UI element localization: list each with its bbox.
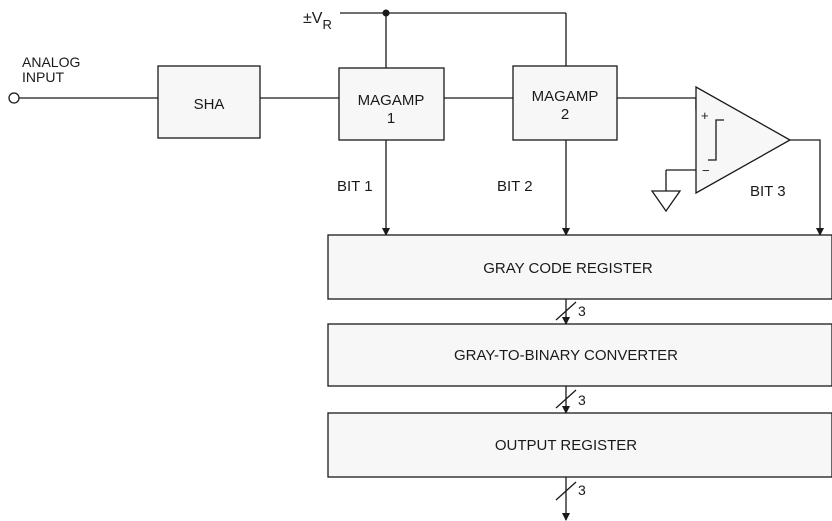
output-register-label: OUTPUT REGISTER [495, 437, 637, 454]
magamp-1-block [338, 67, 445, 141]
bus-slash-2 [555, 389, 577, 409]
bus-slash-3 [555, 481, 577, 501]
bit-3-line [790, 139, 824, 236]
bus-width-label-3: 3 [578, 482, 586, 498]
magamp-2-number: 2 [561, 106, 569, 123]
comparator-minus-sign: − [702, 163, 710, 178]
magamp-2-label: MAGAMP [532, 88, 599, 105]
magamp-1-number: 1 [387, 110, 395, 127]
comparator-plus-sign: + [701, 108, 709, 123]
gray-code-register-label: GRAY CODE REGISTER [483, 260, 653, 277]
output-register-block [327, 412, 832, 478]
magamp-1-label: MAGAMP [358, 92, 425, 109]
bit-2-label: BIT 2 [497, 178, 533, 195]
comparator-hysteresis-icon [708, 119, 724, 161]
sha-block [157, 65, 261, 139]
gray-to-binary-converter-label: GRAY-TO-BINARY CONVERTER [454, 347, 678, 364]
analog-input-terminal [8, 92, 20, 104]
bit-3-label: BIT 3 [750, 183, 786, 200]
analog-input-label-line1: ANALOG [22, 54, 80, 70]
bit-1-label: BIT 1 [337, 178, 373, 195]
reference-voltage-label: ±VR [303, 10, 332, 32]
bus-slash-1 [555, 301, 577, 321]
ground-icon [650, 190, 682, 213]
gray-to-binary-converter-block [327, 323, 832, 387]
sha-label: SHA [194, 96, 225, 113]
analog-input-label-line2: INPUT [22, 69, 64, 85]
magamp-2-block [512, 65, 618, 141]
gray-code-register-block [327, 234, 832, 300]
bus-width-label-1: 3 [578, 303, 586, 319]
comparator-symbol [695, 85, 792, 195]
bus-width-label-2: 3 [578, 392, 586, 408]
